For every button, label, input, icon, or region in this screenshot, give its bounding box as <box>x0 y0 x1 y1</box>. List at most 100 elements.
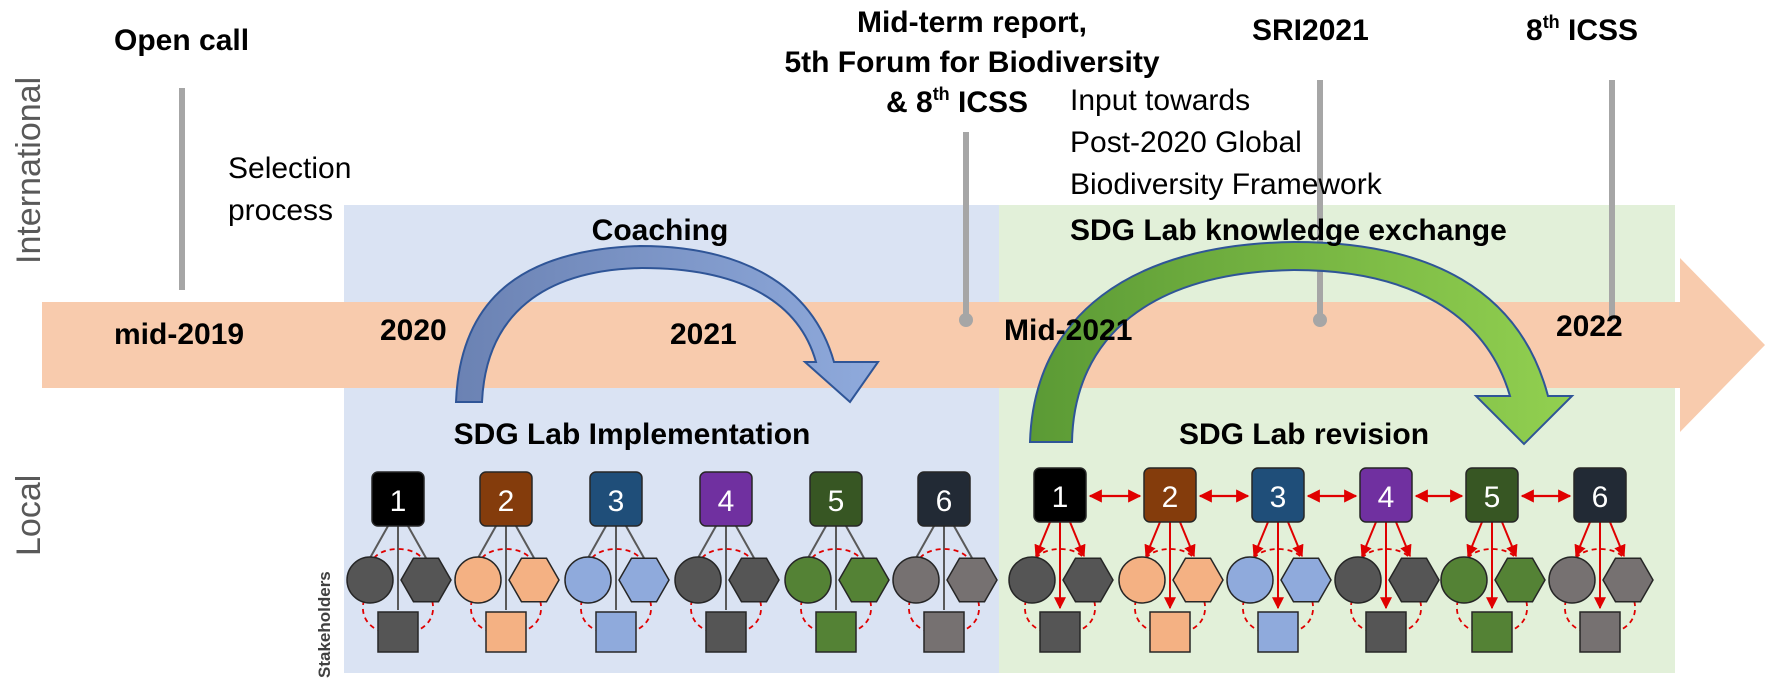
icss-label: 8th ICSS <box>1526 12 1638 47</box>
input-label-line3: Biodiversity Framework <box>1070 168 1383 201</box>
stakeholder-interaction-curve <box>373 548 423 559</box>
stakeholder-interaction-curve <box>1035 548 1085 559</box>
lab-box <box>371 471 425 527</box>
stakeholder-link <box>697 525 717 559</box>
stakeholder-square <box>595 611 637 653</box>
stakeholder-link <box>1466 521 1483 558</box>
stakeholder-square <box>377 611 419 653</box>
stakeholder-link <box>1034 521 1051 558</box>
lab-box <box>1359 467 1413 523</box>
stakeholder-interaction-curve <box>1361 548 1411 559</box>
icss-sup: th <box>1543 12 1560 32</box>
timeline-point-2021: 2021 <box>670 318 737 351</box>
stakeholder-circle <box>346 556 394 604</box>
lab-box <box>1033 467 1087 523</box>
input-label-line2: Post-2020 Global <box>1070 126 1302 159</box>
sri2021-label: SRI2021 <box>1252 14 1369 47</box>
stakeholder-link <box>1287 521 1304 558</box>
coaching-arrow <box>454 244 880 404</box>
stakeholder-hexagon <box>838 557 890 603</box>
stakeholder-square <box>705 611 747 653</box>
lab-box <box>1251 467 1305 523</box>
lab-number: 5 <box>828 485 845 518</box>
timeline-band <box>42 258 1765 432</box>
stakeholder-link <box>1252 521 1269 558</box>
lab-number: 2 <box>1162 481 1179 514</box>
sdg-lab-1-revision: 1 <box>1008 467 1114 653</box>
stakeholder-link <box>1501 521 1518 558</box>
stakeholder-hexagon <box>1280 557 1332 603</box>
stakeholder-link <box>953 525 973 559</box>
coaching-label: Coaching <box>592 214 729 247</box>
stakeholder-interaction-curve <box>1575 548 1625 559</box>
stakeholder-link <box>625 525 645 559</box>
lab-number: 1 <box>1052 481 1069 514</box>
midterm-icss-prefix: & 8 <box>886 86 933 119</box>
sdg-lab-3-revision: 3 <box>1226 467 1332 653</box>
selection-label-line2: process <box>228 194 333 227</box>
stakeholder-link <box>515 525 535 559</box>
lab-number: 1 <box>390 485 407 518</box>
lab-box <box>1143 467 1197 523</box>
sdg-lab-6-implementation: 6 <box>892 471 998 653</box>
knowledge-exchange-arrow <box>1028 240 1575 446</box>
lab-number: 5 <box>1484 481 1501 514</box>
midterm-label-line1: Mid-term report, <box>857 6 1087 39</box>
lab-number: 2 <box>498 485 515 518</box>
lab-box <box>1465 467 1519 523</box>
international-axis-label: International <box>10 77 48 264</box>
lab-number: 6 <box>936 485 953 518</box>
sdg-lab-5-implementation: 5 <box>784 471 890 653</box>
stakeholder-interaction-curve <box>1145 548 1195 559</box>
stakeholder-link <box>1609 521 1626 558</box>
stakeholder-link <box>1179 521 1196 558</box>
stakeholder-interaction-curve <box>1467 548 1517 559</box>
lab-number: 6 <box>1592 481 1609 514</box>
stakeholder-hexagon <box>946 557 998 603</box>
lab-box <box>589 471 643 527</box>
midterm-marker-dot <box>959 313 973 327</box>
input-label-line1: Input towards <box>1070 84 1250 117</box>
lab-number: 3 <box>608 485 625 518</box>
stakeholder-square <box>1471 611 1513 653</box>
stakeholder-link <box>1574 521 1591 558</box>
stakeholder-circle <box>564 556 612 604</box>
stakeholder-hexagon <box>728 557 780 603</box>
stakeholder-circle <box>454 556 502 604</box>
stakeholder-link <box>369 525 389 559</box>
stakeholder-square <box>815 611 857 653</box>
lab-number: 4 <box>718 485 735 518</box>
lab-box <box>699 471 753 527</box>
stakeholder-link <box>1360 521 1377 558</box>
selection-label-line1: Selection <box>228 152 351 185</box>
stakeholder-link <box>735 525 755 559</box>
sdg-lab-1-implementation: 1 <box>346 471 452 653</box>
lab-box <box>917 471 971 527</box>
stakeholder-link <box>1395 521 1412 558</box>
icss-prefix: 8 <box>1526 14 1543 47</box>
implementation-label: SDG Lab Implementation <box>454 418 811 451</box>
stakeholder-hexagon <box>1494 557 1546 603</box>
stakeholder-circle <box>1118 556 1166 604</box>
stakeholder-link <box>845 525 865 559</box>
timeline-point-mid-2021: Mid-2021 <box>1004 314 1132 347</box>
stakeholder-hexagon <box>1602 557 1654 603</box>
stakeholder-circle <box>892 556 940 604</box>
stakeholder-interaction-curve <box>701 548 751 559</box>
midterm-icss-sup: th <box>933 84 950 104</box>
stakeholder-square <box>1365 611 1407 653</box>
sdg-lab-5-revision: 5 <box>1440 467 1546 653</box>
stakeholder-circle <box>1008 556 1056 604</box>
stakeholders-axis-label: Stakeholders <box>315 571 334 678</box>
stakeholder-interaction-curve <box>919 548 969 559</box>
sdg-lab-2-implementation: 2 <box>454 471 560 653</box>
stakeholder-interaction-curve <box>811 548 861 559</box>
stakeholder-link <box>915 525 935 559</box>
icss-suffix: ICSS <box>1560 14 1638 47</box>
stakeholder-link <box>477 525 497 559</box>
stakeholder-hexagon <box>618 557 670 603</box>
lab-box <box>809 471 863 527</box>
implementation-lab-clusters: 1 2 3 4 5 6 <box>346 471 998 653</box>
